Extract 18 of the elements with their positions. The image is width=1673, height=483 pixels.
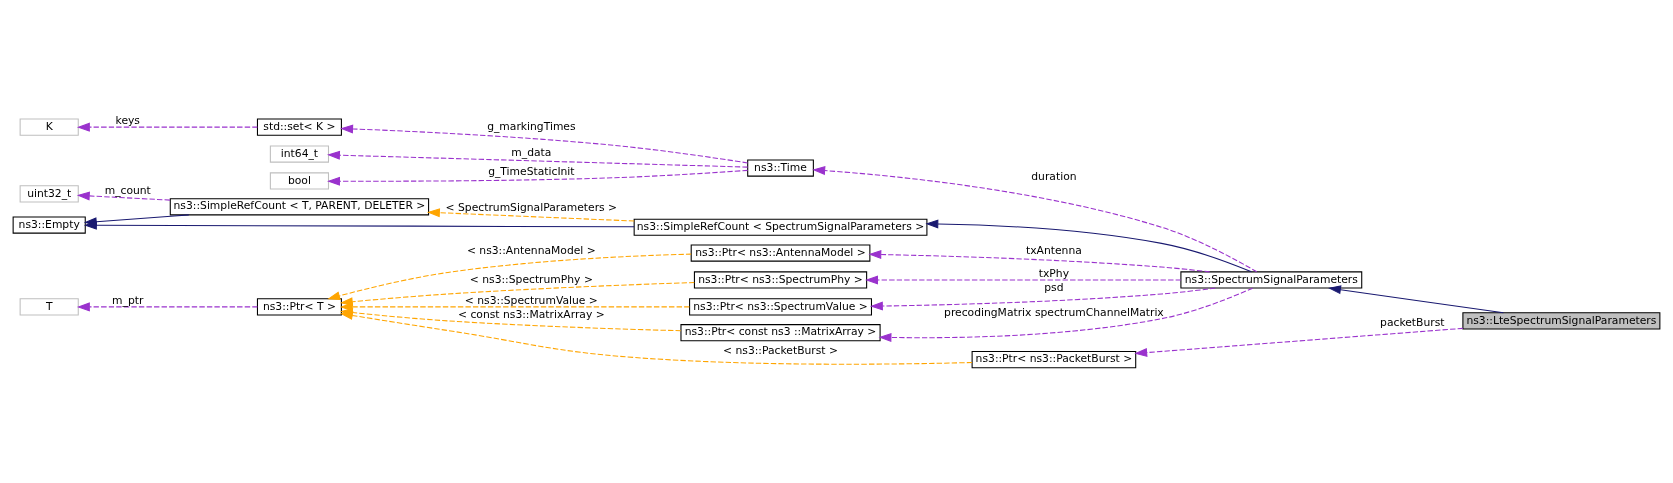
edge-label: duration: [1031, 169, 1077, 183]
edge-label: txAntenna: [1026, 244, 1082, 258]
edge-label: < const ns3::MatrixArray >: [458, 307, 605, 321]
edge-label: < ns3::SpectrumValue >: [464, 293, 598, 307]
edge-label: < SpectrumSignalParameters >: [445, 201, 618, 215]
edge-label: m_data: [511, 146, 552, 160]
edge-label: packetBurst: [1380, 316, 1445, 330]
edge-label: g_markingTimes: [487, 120, 576, 134]
edge-label: m_count: [104, 183, 151, 197]
edge-label: psd: [1044, 280, 1064, 294]
edge-label: g_TimeStaticInit: [488, 164, 575, 178]
edge-label: < ns3::AntennaModel >: [466, 244, 596, 258]
edge-label: < ns3::SpectrumPhy >: [469, 273, 593, 287]
edge-label: < ns3::PacketBurst >: [723, 344, 838, 358]
edge-label: txPhy: [1038, 266, 1070, 280]
edge-label: m_ptr: [112, 293, 144, 307]
edge-label: keys: [115, 113, 140, 127]
edge-label: precodingMatrix spectrumChannelMatrix: [944, 305, 1164, 319]
